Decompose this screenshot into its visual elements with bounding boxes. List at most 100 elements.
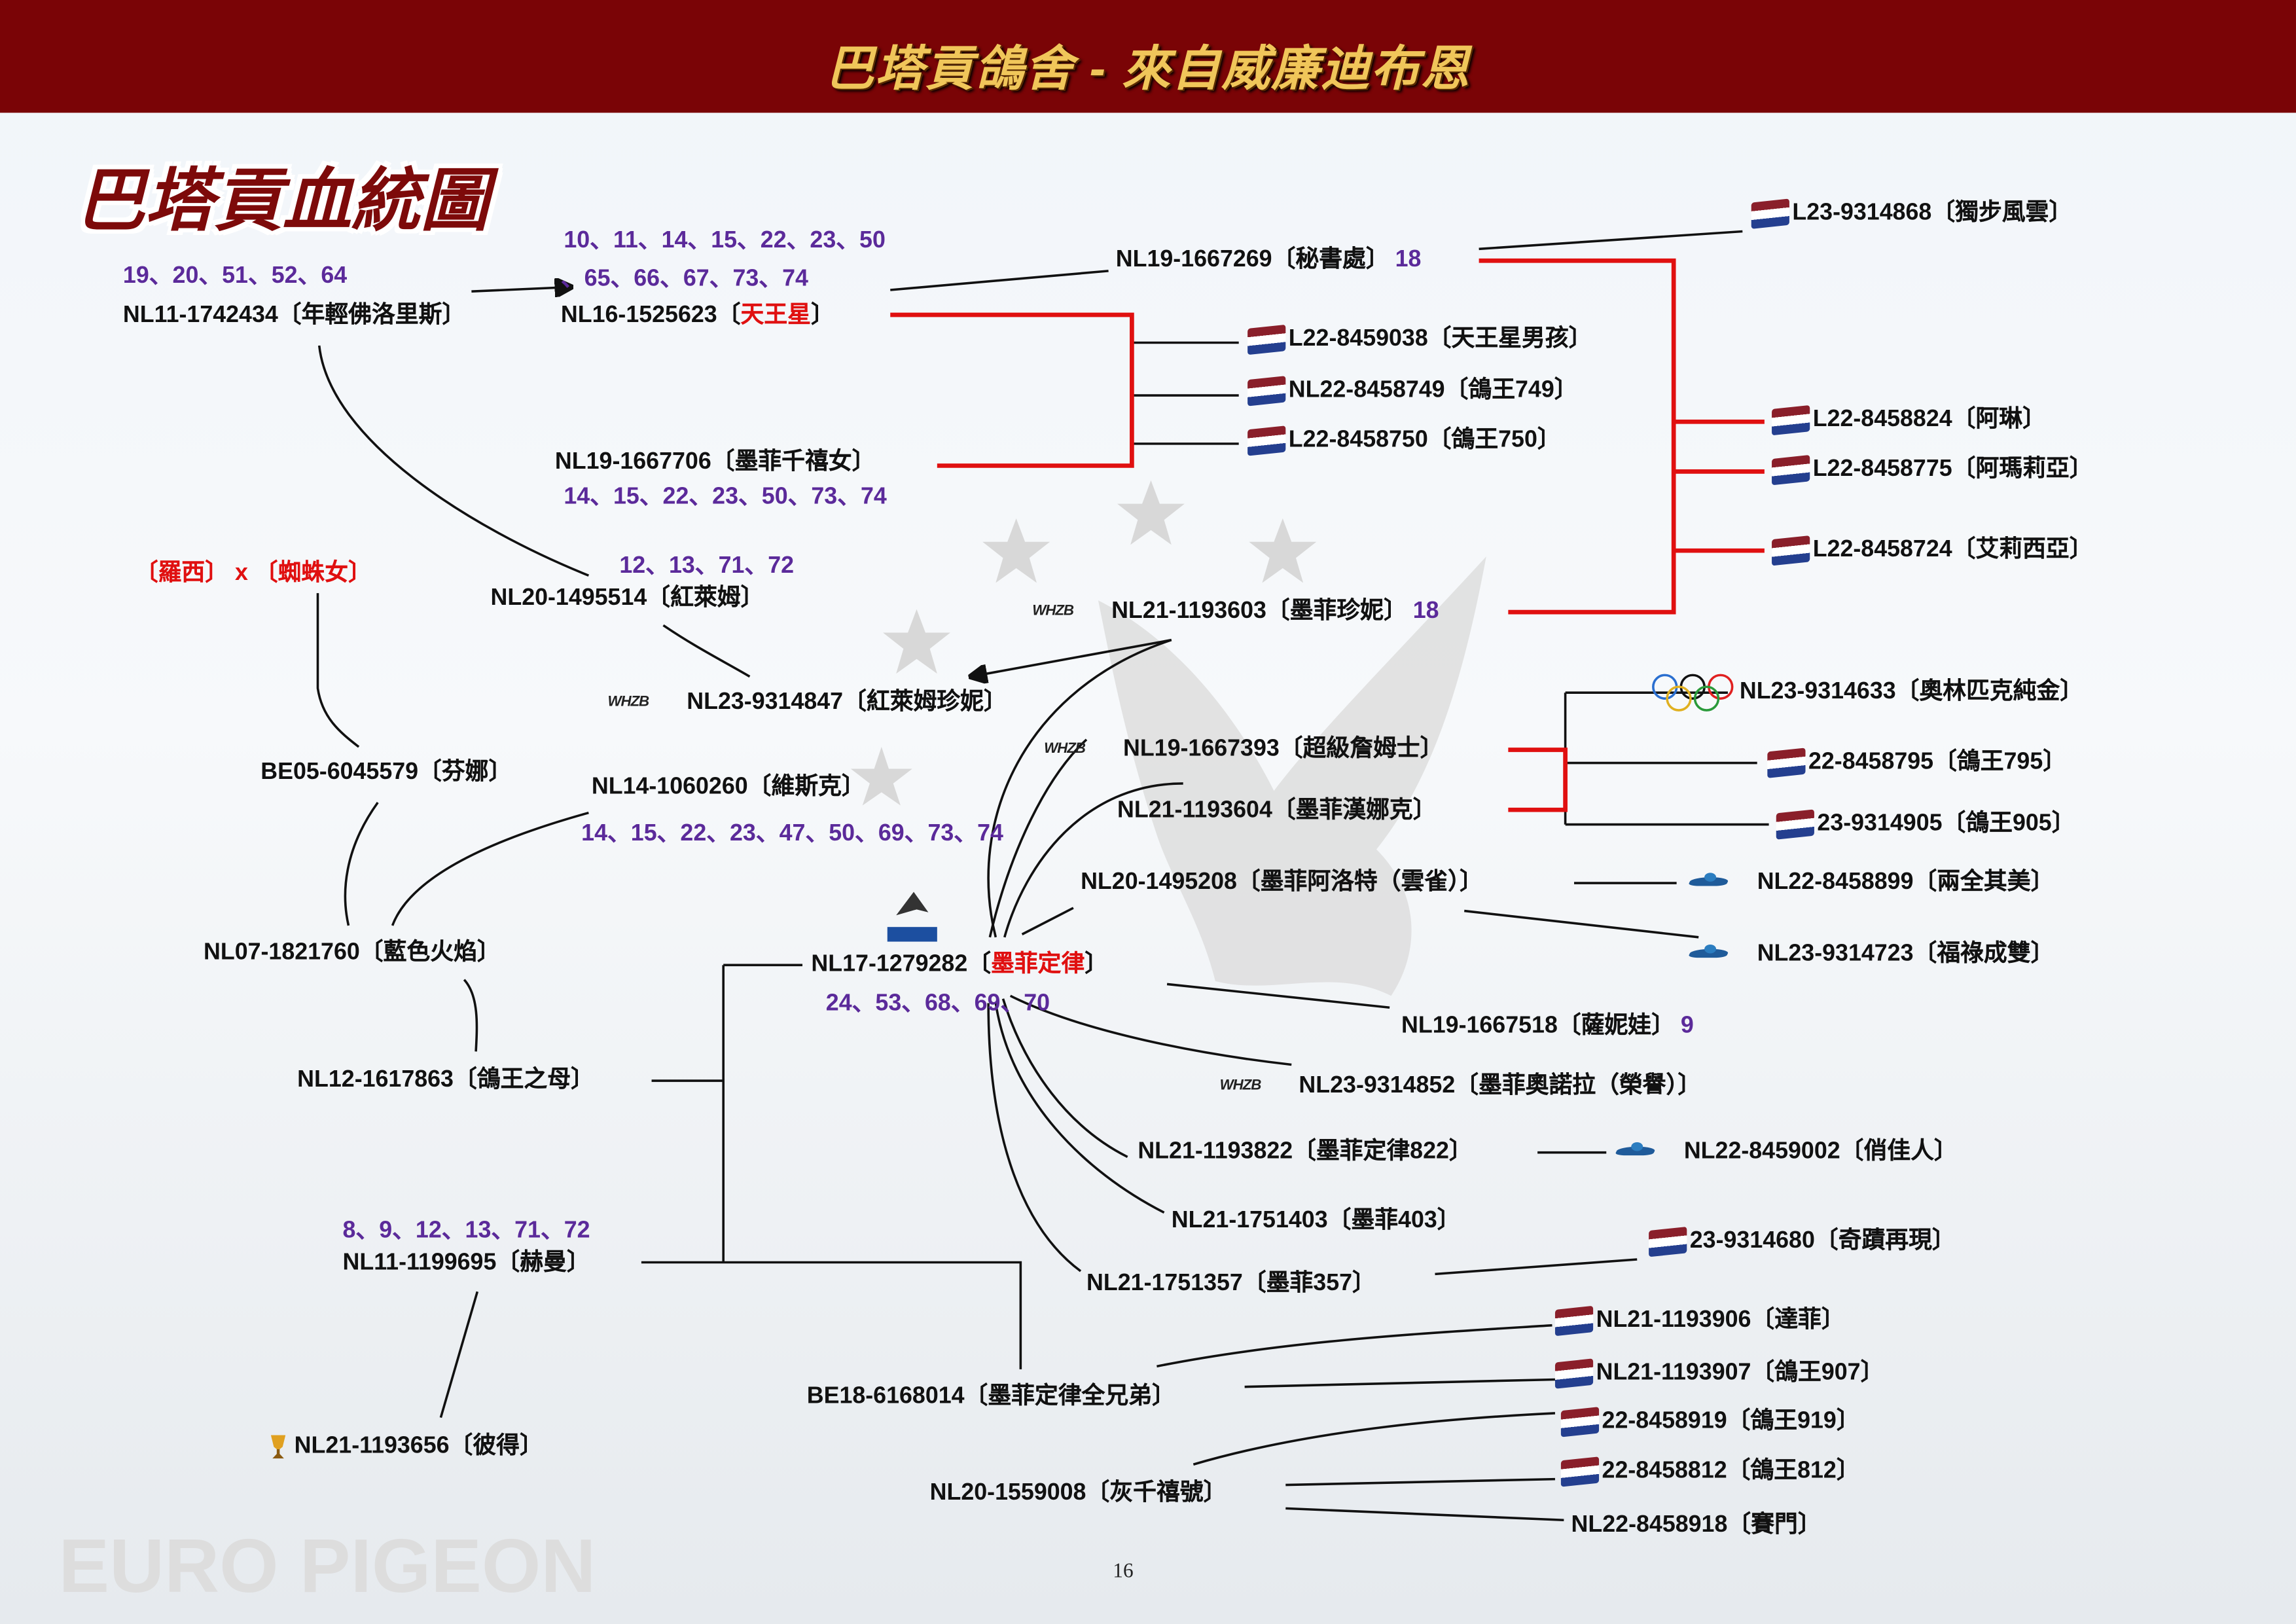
pigeon-name: 彼得 [450,1432,543,1462]
pigeon-node: NL20-1495514紅萊姆 [490,585,764,614]
pigeon-name: 兩全其美 [1914,869,2054,898]
parents-cross-label: 〔羅西〕 x 〔蜘蛛女〕 [134,560,372,586]
pigeon-node: BE05-6045579芬娜 [260,759,512,788]
ring-number: NL22-8458749 [1288,378,1445,403]
ring-number: NL22-8458918 [1571,1513,1728,1538]
ring-number: NL20-1559008 [929,1480,1086,1506]
pigeon-node: L22-8458724艾莉西亞 [1772,535,2092,566]
ring-number: NL23-9314723 [1757,941,1914,967]
ring-number: 22-8458919 [1602,1409,1727,1434]
pigeon-name: 賽門 [1727,1511,1821,1541]
ring-number: NL23-9314633 [1739,679,1896,705]
netherlands-flag-icon [1772,405,1810,436]
whzb-logo-icon: WHZB [607,694,649,711]
pigeon-node: NL20-1495208墨菲阿洛特（雲雀） [1081,869,1483,898]
pigeon-name: 阿瑪莉亞 [1952,456,2093,485]
pigeon-node: L23-9314868獨步風雲 [1751,198,2072,229]
pigeon-name: 天王星 [717,302,834,331]
whzb-logo-icon: WHZB [1219,1077,1262,1094]
pigeon-name: 奧林匹克純金 [1896,678,2083,708]
fc-pigeon-logo [887,892,937,942]
netherlands-flag-icon [1247,425,1286,456]
ring-number: L22-8458824 [1812,406,1952,432]
pigeon-name: 鴿王812 [1727,1457,1860,1487]
ring-number: NL23-9314852 [1299,1073,1456,1098]
score-badge: 9 [1680,1013,1694,1039]
ring-number: NL21-1193656 [294,1434,450,1459]
ring-number: 22-8458812 [1602,1458,1727,1484]
pigeon-node: NL22-8458899兩全其美 [1684,869,2054,898]
pigeon-name: 獨步風雲 [1931,199,2072,228]
pigeon-name: 俏佳人 [1840,1138,1958,1167]
race-numbers: 12、13、71、72 [619,553,795,579]
pigeon-name: 墨菲阿洛特（雲雀） [1237,869,1483,898]
pigeon-node: NL21-1193907鴿王907 [1554,1358,1884,1389]
pigeon-node: NL11-1742434年輕佛洛里斯 [123,302,465,331]
ring-number: 23-9314680 [1689,1229,1815,1254]
race-numbers: 、65、66、67、73、74 [560,266,808,292]
pigeon-node: L22-8458750鴿王750 [1247,425,1561,456]
pigeon-name: 墨菲403 [1328,1206,1461,1236]
netherlands-flag-icon [1772,454,1810,486]
ring-number: NL19-1667393 [1122,736,1280,762]
pigeon-node: NL21-1193656彼得 [270,1432,543,1462]
pigeon-bird-icon [1684,873,1737,893]
pigeon-name: 墨菲定律全兄弟 [965,1382,1175,1412]
ring-number: NL22-8458899 [1757,869,1914,895]
pigeon-name: 墨菲奧諾拉（榮譽） [1455,1072,1701,1102]
pigeon-node: NL19-1667518薩妮娃9 [1401,1012,1694,1041]
pigeon-node: 22-8458812鴿王812 [1560,1456,1860,1487]
pigeon-node: 23-9314905鴿王905 [1776,809,2075,840]
olympic-rings-icon [1652,674,1734,712]
pigeon-name: 墨菲漢娜克 [1272,797,1437,826]
ring-number: L22-8458724 [1812,537,1952,563]
ring-number: NL20-1495208 [1081,869,1237,895]
pigeon-node: NL19-1667269秘書處18 [1116,246,1422,276]
pigeon-name: 鴿王907 [1751,1359,1884,1388]
pigeon-node: BE18-6168014墨菲定律全兄弟 [807,1382,1175,1412]
pigeon-name: 鴿王905 [1943,810,2075,839]
pigeon-node: NL21-1751357墨菲357 [1086,1270,1376,1299]
pigeon-node: NL12-1617863鴿王之母 [297,1066,594,1096]
page-title: 巴塔貢血統圖 [76,161,490,239]
race-numbers: 14、15、22、23、47、50、69、73、74 [581,821,1003,847]
ring-number: L22-8458775 [1812,457,1952,482]
pigeon-name: 奇蹟再現 [1815,1227,1956,1257]
ring-number: NL11-1199695 [342,1250,497,1276]
pigeon-name: 墨菲珍妮 [1266,598,1407,627]
pigeon-name: 赫曼 [496,1249,590,1278]
pigeon-name: 墨菲千禧女 [711,448,876,478]
header-bar: 巴塔貢鴿舍 - 來自威廉迪布恩 [0,0,2296,113]
pigeon-name: 鴿王919 [1727,1407,1860,1437]
pigeon-name: 維斯克 [748,773,865,803]
pigeon-node: L22-8458775阿瑪莉亞 [1772,454,2093,486]
netherlands-flag-icon [1554,1305,1594,1337]
pigeon-node: NL16-1525623天王星 [561,302,834,331]
pigeon-node: NL22-8459002俏佳人 [1611,1138,1958,1167]
ring-number: NL21-1193822 [1138,1139,1293,1164]
pigeon-node: 22-8458919鴿王919 [1560,1407,1860,1437]
netherlands-flag-icon [1560,1456,1600,1487]
pigeon-name: 墨菲定律822 [1293,1138,1473,1167]
pigeon-name: 灰千禧號 [1086,1479,1227,1509]
pigeon-node: NL17-1279282墨菲定律 [811,950,1108,980]
ring-number: NL21-1751357 [1086,1271,1243,1296]
pigeon-name: 鴿王749 [1445,376,1578,406]
ring-number: NL20-1495514 [490,585,647,611]
pigeon-name: 芬娜 [418,759,512,788]
ring-number: NL11-1742434 [122,303,278,329]
pigeon-node: NL23-9314633奧林匹克純金 [1652,674,2084,712]
pigeon-node: NL21-1751403墨菲403 [1172,1206,1461,1236]
ring-number: BE18-6168014 [806,1384,965,1409]
netherlands-flag-icon [1649,1226,1687,1257]
pigeon-name: 鴿王795 [1933,748,2066,778]
header-title: 巴塔貢鴿舍 - 來自威廉迪布恩 [825,41,1471,96]
ring-number: NL19-1667269 [1115,247,1272,273]
ring-number: NL21-1751403 [1171,1208,1328,1233]
pigeon-node: NL14-1060260維斯克 [592,773,865,803]
netherlands-flag-icon [1247,376,1286,406]
